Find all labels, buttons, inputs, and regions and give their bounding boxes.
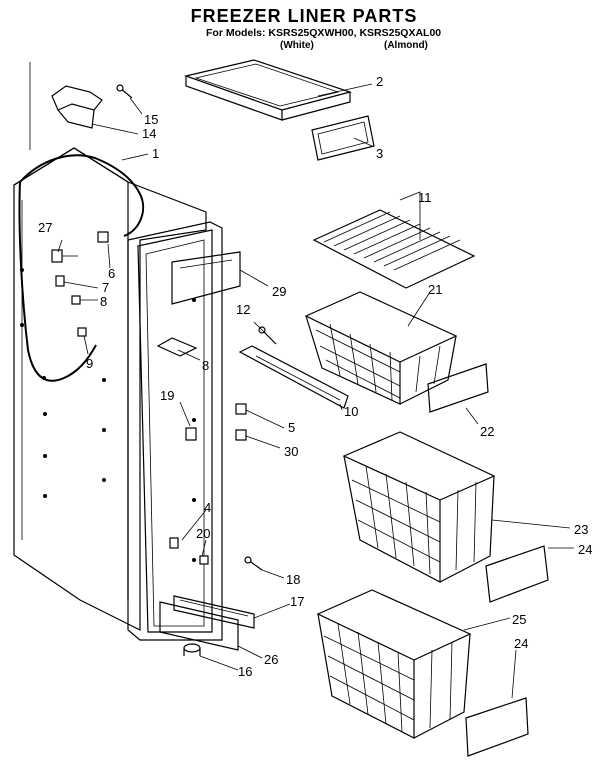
callout-5: 5 [288,420,295,435]
callout-18: 18 [286,572,300,587]
clips-4-20 [169,537,209,565]
callout-30: 30 [284,444,298,459]
callout-labels: 1 2 3 4 5 6 7 8 8 9 10 11 12 14 15 16 17… [38,74,592,679]
callout-7: 7 [102,280,109,295]
bar-17 [173,595,255,629]
foot-16 [183,643,201,656]
leader-lines [57,83,574,699]
callout-19: 19 [160,388,174,403]
basket-25 [316,589,472,739]
basket-front-24-upper [485,545,549,603]
callout-6: 6 [108,266,115,281]
page-title: FREEZER LINER PARTS [190,6,418,26]
callout-4: 4 [204,500,211,515]
callout-23: 23 [574,522,588,537]
callout-11: 11 [418,190,432,205]
callout-16: 16 [238,664,252,679]
variant-white: (White) [280,40,314,51]
callout-27: 27 [38,220,52,235]
basket-23 [342,431,496,583]
callout-17: 17 [290,594,304,609]
panel-29 [171,251,241,305]
callout-15: 15 [144,112,158,127]
wire-shelf-11 [312,209,476,289]
clip-19 [185,427,197,441]
freezer-liner [13,147,207,631]
callout-3: 3 [376,146,383,161]
screw-18 [244,556,263,571]
callout-8-left: 8 [100,294,107,309]
rail-10 [238,345,349,409]
clip-5 [235,403,247,415]
callout-8-right: 8 [202,358,209,373]
liner-small-parts [51,231,109,337]
basket-front-24-lower [465,697,529,757]
basket-front-22 [427,363,489,413]
clip-30 [235,429,247,441]
bracket-8-right [156,337,198,357]
callout-21: 21 [428,282,442,297]
callout-24-lower: 24 [514,636,528,651]
callout-1: 1 [152,146,159,161]
trim-3 [311,115,375,161]
screw-15 [116,84,133,99]
callout-14: 14 [142,126,156,141]
callout-20: 20 [196,526,210,541]
callout-25: 25 [512,612,526,627]
callout-24-upper: 24 [578,542,592,557]
callout-10: 10 [344,404,358,419]
callout-26: 26 [264,652,278,667]
models-line: For Models: KSRS25QXWH00, KSRS25QXAL00 [206,27,442,39]
callout-29: 29 [272,284,286,299]
callout-9: 9 [86,356,93,371]
variant-almond: (Almond) [384,40,428,51]
callout-2: 2 [376,74,383,89]
shelf-2 [183,59,353,121]
callout-12: 12 [236,302,250,317]
basket-21 [304,291,458,405]
callout-22: 22 [480,424,494,439]
trim-26 [159,601,239,651]
liner-front-frame [127,221,223,641]
top-hinge-bracket [29,62,103,150]
